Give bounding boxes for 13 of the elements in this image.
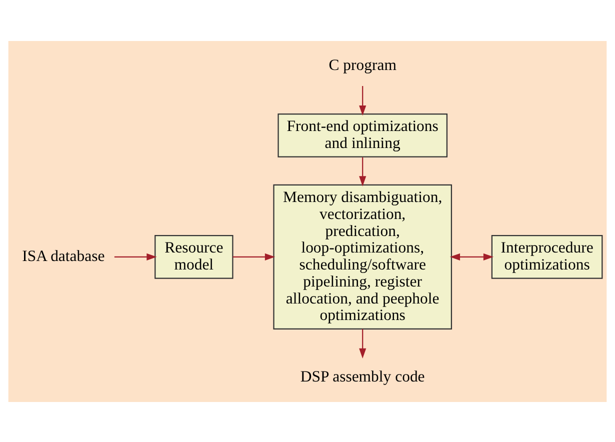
node-text: C program <box>328 56 396 74</box>
arrow <box>450 252 494 260</box>
arrow <box>114 252 157 260</box>
node-text: DSP assembly code <box>300 368 425 385</box>
arrow <box>359 86 366 116</box>
node-box: Front-end optimizations and inlining <box>278 113 448 157</box>
arrow <box>232 252 276 260</box>
node-text: ISA database <box>22 248 105 265</box>
node-box: Resource model <box>154 234 234 278</box>
node-box: Interprocedure optimizations <box>491 234 603 278</box>
node-box: Memory disambiguation, vectorization, predication, loop-optimizations, scheduling/software pipelining, register allocation, and peephole optimizations <box>273 184 452 329</box>
arrow <box>359 156 366 186</box>
arrow <box>359 328 366 358</box>
